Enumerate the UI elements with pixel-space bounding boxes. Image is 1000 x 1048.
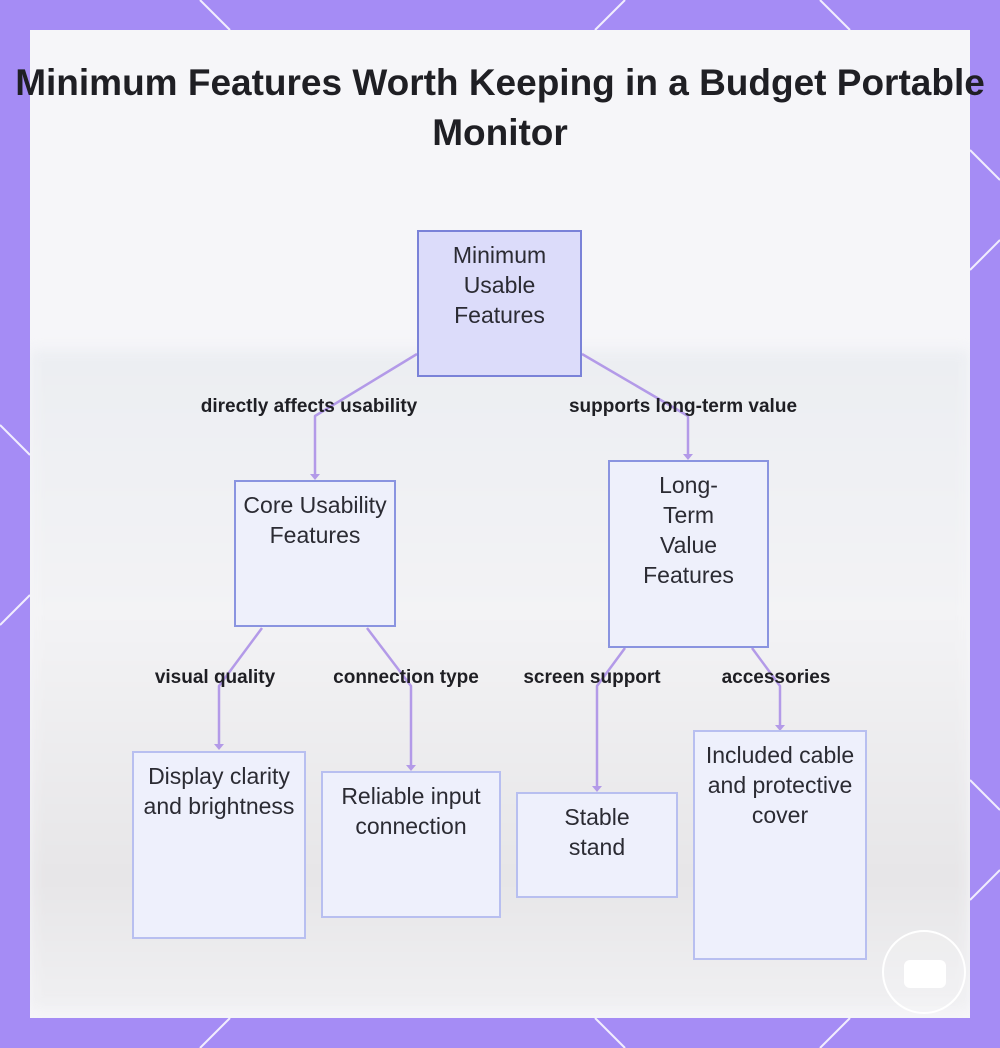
node-long-term-value-features: Long-Term Value Features bbox=[608, 460, 769, 648]
node-label: Reliable input connection bbox=[341, 783, 481, 839]
node-label: Core Usability Features bbox=[243, 492, 387, 548]
node-minimum-usable-features: Minimum Usable Features bbox=[417, 230, 582, 377]
edge-longterm-cable bbox=[750, 647, 782, 727]
edge-label-screen-support: screen support bbox=[523, 667, 661, 688]
node-stable-stand: Stable stand bbox=[516, 792, 678, 898]
node-label: Stable stand bbox=[564, 804, 630, 860]
node-label: Included cable and protective cover bbox=[705, 742, 855, 828]
edge-core-display bbox=[217, 627, 264, 746]
edge-label-supports-long-term-value: supports long-term value bbox=[568, 396, 798, 417]
chat-badge-icon[interactable] bbox=[882, 930, 966, 1014]
node-label: Display clarity and brightness bbox=[143, 763, 295, 819]
edge-root-core bbox=[313, 352, 418, 476]
edge-root-longterm bbox=[581, 352, 690, 456]
edge-longterm-stand bbox=[595, 647, 627, 788]
node-core-usability-features: Core Usability Features bbox=[234, 480, 396, 627]
node-label: Minimum Usable Features bbox=[452, 242, 547, 328]
edge-label-directly-affects-usability: directly affects usability bbox=[200, 396, 418, 417]
edge-label-visual-quality: visual quality bbox=[154, 667, 276, 688]
edge-core-input bbox=[366, 627, 413, 767]
node-display-clarity: Display clarity and brightness bbox=[132, 751, 306, 939]
page-title: Minimum Features Worth Keeping in a Budg… bbox=[15, 62, 985, 153]
node-label: Long-Term Value Features bbox=[643, 472, 734, 588]
node-included-cable: Included cable and protective cover bbox=[693, 730, 867, 960]
node-reliable-input: Reliable input connection bbox=[321, 771, 501, 918]
edge-label-connection-type: connection type bbox=[333, 667, 479, 688]
edge-label-accessories: accessories bbox=[721, 667, 831, 688]
